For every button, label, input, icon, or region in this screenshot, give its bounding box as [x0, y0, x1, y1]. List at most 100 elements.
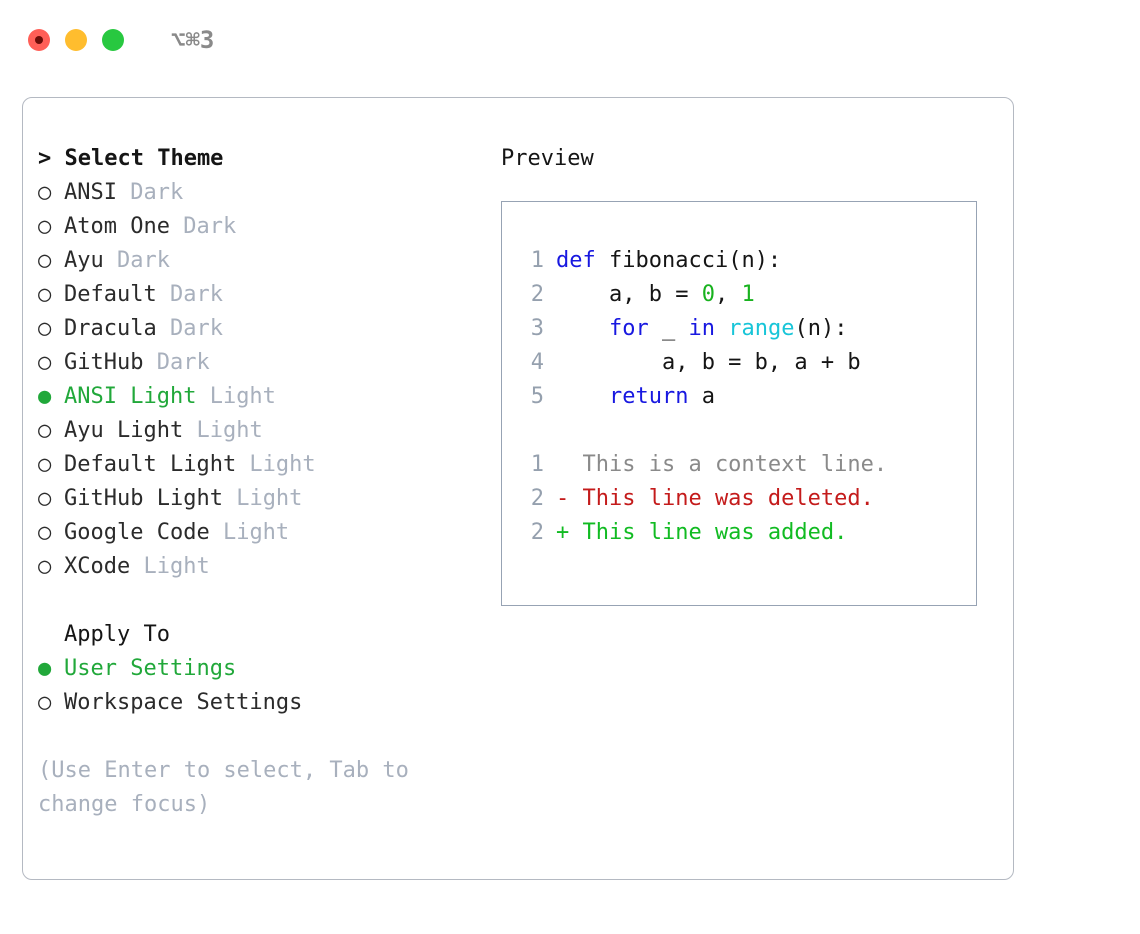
- theme-variant-label: Dark: [143, 350, 210, 375]
- code-token-pl: [715, 316, 728, 341]
- code-token-kw: def: [556, 248, 596, 273]
- diff-line: 1 This is a context line.: [518, 448, 968, 482]
- keyboard-shortcut-label: ⌥⌘3: [171, 26, 215, 54]
- theme-variant-label: Light: [222, 486, 303, 511]
- theme-variant-label: Light: [236, 452, 316, 477]
- code-line-text: a, b = b, a + b: [556, 346, 861, 380]
- close-button[interactable]: [28, 29, 50, 51]
- code-line-number: 2: [530, 282, 544, 307]
- diff-line-number: 1: [530, 452, 544, 477]
- theme-option-ayu[interactable]: ○ Ayu Dark: [38, 244, 488, 278]
- diff-line-text-ctx: This is a context line.: [556, 452, 888, 477]
- diff-line-number: 2: [530, 520, 544, 545]
- theme-option-xcode[interactable]: ○ XCode Light: [38, 550, 488, 584]
- theme-option-list[interactable]: ○ANSI Dark○Atom One Dark○Ayu Dark○Defaul…: [38, 176, 488, 584]
- code-line: 3 for _ in range(n):: [518, 312, 968, 346]
- apply-option-workspace-settings[interactable]: ○ Workspace Settings: [38, 686, 488, 720]
- diff-line-text-add: + This line was added.: [556, 520, 848, 545]
- code-line-text: for _ in range(n):: [556, 312, 847, 346]
- radio-unselected-icon: ○: [38, 214, 52, 239]
- radio-unselected-icon: ○: [38, 690, 52, 715]
- theme-variant-label: Light: [209, 520, 290, 545]
- theme-variant-label: Dark: [103, 248, 170, 273]
- theme-option-label: Google Code: [64, 520, 210, 545]
- apply-to-option-list[interactable]: ●User Settings ○ Workspace Settings: [38, 652, 488, 720]
- radio-selected-icon: ●: [38, 656, 52, 681]
- theme-option-dracula[interactable]: ○ Dracula Dark: [38, 312, 488, 346]
- theme-option-label: Ayu: [64, 248, 104, 273]
- code-token-num: 0: [701, 282, 715, 307]
- theme-variant-label: Light: [130, 554, 210, 579]
- code-line: 1 def fibonacci(n):: [518, 244, 968, 278]
- theme-variant-label: Light: [183, 418, 263, 443]
- apply-option-user-settings[interactable]: ●User Settings: [38, 652, 488, 686]
- theme-option-atom-one[interactable]: ○Atom One Dark: [38, 210, 488, 244]
- theme-variant-label: Dark: [116, 180, 184, 205]
- theme-option-label: ANSI: [64, 180, 117, 205]
- theme-option-github-light[interactable]: ○ GitHub Light Light: [38, 482, 488, 516]
- diff-line: 2 + This line was added.: [518, 516, 968, 550]
- radio-unselected-icon: ○: [38, 554, 52, 579]
- code-token-kw: in: [688, 316, 715, 341]
- theme-option-ayu-light[interactable]: ○ Ayu Light Light: [38, 414, 488, 448]
- diff-line-number: 2: [530, 486, 544, 511]
- radio-unselected-icon: ○: [38, 452, 52, 477]
- code-token-num: 1: [741, 282, 755, 307]
- code-token-pl: a, b =: [556, 282, 702, 307]
- code-token-pl: a: [688, 384, 715, 409]
- theme-variant-label: Light: [196, 384, 276, 409]
- code-token-pl: [556, 384, 609, 409]
- traffic-light-group: [28, 29, 124, 51]
- theme-option-label: XCode: [64, 554, 131, 579]
- select-theme-heading: > Select Theme: [38, 146, 224, 171]
- code-line-text: return a: [556, 380, 715, 414]
- code-token-fn: range: [728, 316, 795, 341]
- code-line-number: 5: [530, 384, 544, 409]
- radio-unselected-icon: ○: [38, 248, 52, 273]
- maximize-button[interactable]: [102, 29, 124, 51]
- radio-unselected-icon: ○: [38, 316, 52, 341]
- theme-option-github[interactable]: ○GitHub Dark: [38, 346, 488, 380]
- apply-to-heading: Apply To: [64, 622, 170, 647]
- radio-selected-icon: ●: [38, 384, 52, 409]
- theme-option-default[interactable]: ○Default Dark: [38, 278, 488, 312]
- apply-option-label: Workspace Settings: [64, 690, 303, 715]
- diff-line-text-del: - This line was deleted.: [556, 486, 874, 511]
- code-line-text: def fibonacci(n):: [556, 244, 781, 278]
- code-line-number: 1: [530, 248, 544, 273]
- code-line: 2 a, b = 0, 1: [518, 278, 968, 312]
- code-line-text: a, b = 0, 1: [556, 278, 755, 312]
- theme-selector-card: > Select Theme ○ANSI Dark○Atom One Dark○…: [22, 97, 1014, 880]
- radio-unselected-icon: ○: [38, 486, 52, 511]
- code-token-pl: _: [648, 316, 689, 341]
- theme-option-label: Ayu Light: [64, 418, 184, 443]
- code-token-pl: [556, 316, 609, 341]
- theme-option-google-code[interactable]: ○Google Code Light: [38, 516, 488, 550]
- list-spacer: [38, 584, 488, 618]
- theme-option-ansi[interactable]: ○ANSI Dark: [38, 176, 488, 210]
- theme-option-default-light[interactable]: ○Default Light Light: [38, 448, 488, 482]
- code-line: 4 a, b = b, a + b: [518, 346, 968, 380]
- theme-option-label: GitHub Light: [64, 486, 223, 511]
- code-line-number: 3: [530, 316, 544, 341]
- code-token-pl: (n):: [794, 316, 848, 341]
- theme-option-label: Dracula: [64, 316, 157, 341]
- diff-line: 2 - This line was deleted.: [518, 482, 968, 516]
- diff-sample-block: 1 This is a context line. 2 - This line wa…: [518, 448, 968, 550]
- radio-unselected-icon: ○: [38, 418, 52, 443]
- code-token-pl: fibonacci(n):: [595, 248, 782, 273]
- minimize-button[interactable]: [65, 29, 87, 51]
- theme-variant-label: Dark: [169, 214, 237, 239]
- theme-option-ansi-light[interactable]: ●ANSI Light Light: [38, 380, 488, 414]
- code-line-number: 4: [530, 350, 544, 375]
- theme-variant-label: Dark: [156, 316, 223, 341]
- code-token-pl: ,: [714, 282, 742, 307]
- theme-picker-panel: > Select Theme ○ANSI Dark○Atom One Dark○…: [38, 142, 488, 822]
- radio-unselected-icon: ○: [38, 350, 52, 375]
- code-token-pl: a, b = b, a + b: [556, 350, 861, 375]
- keyboard-hint-text: (Use Enter to select, Tab to change focu…: [38, 758, 409, 817]
